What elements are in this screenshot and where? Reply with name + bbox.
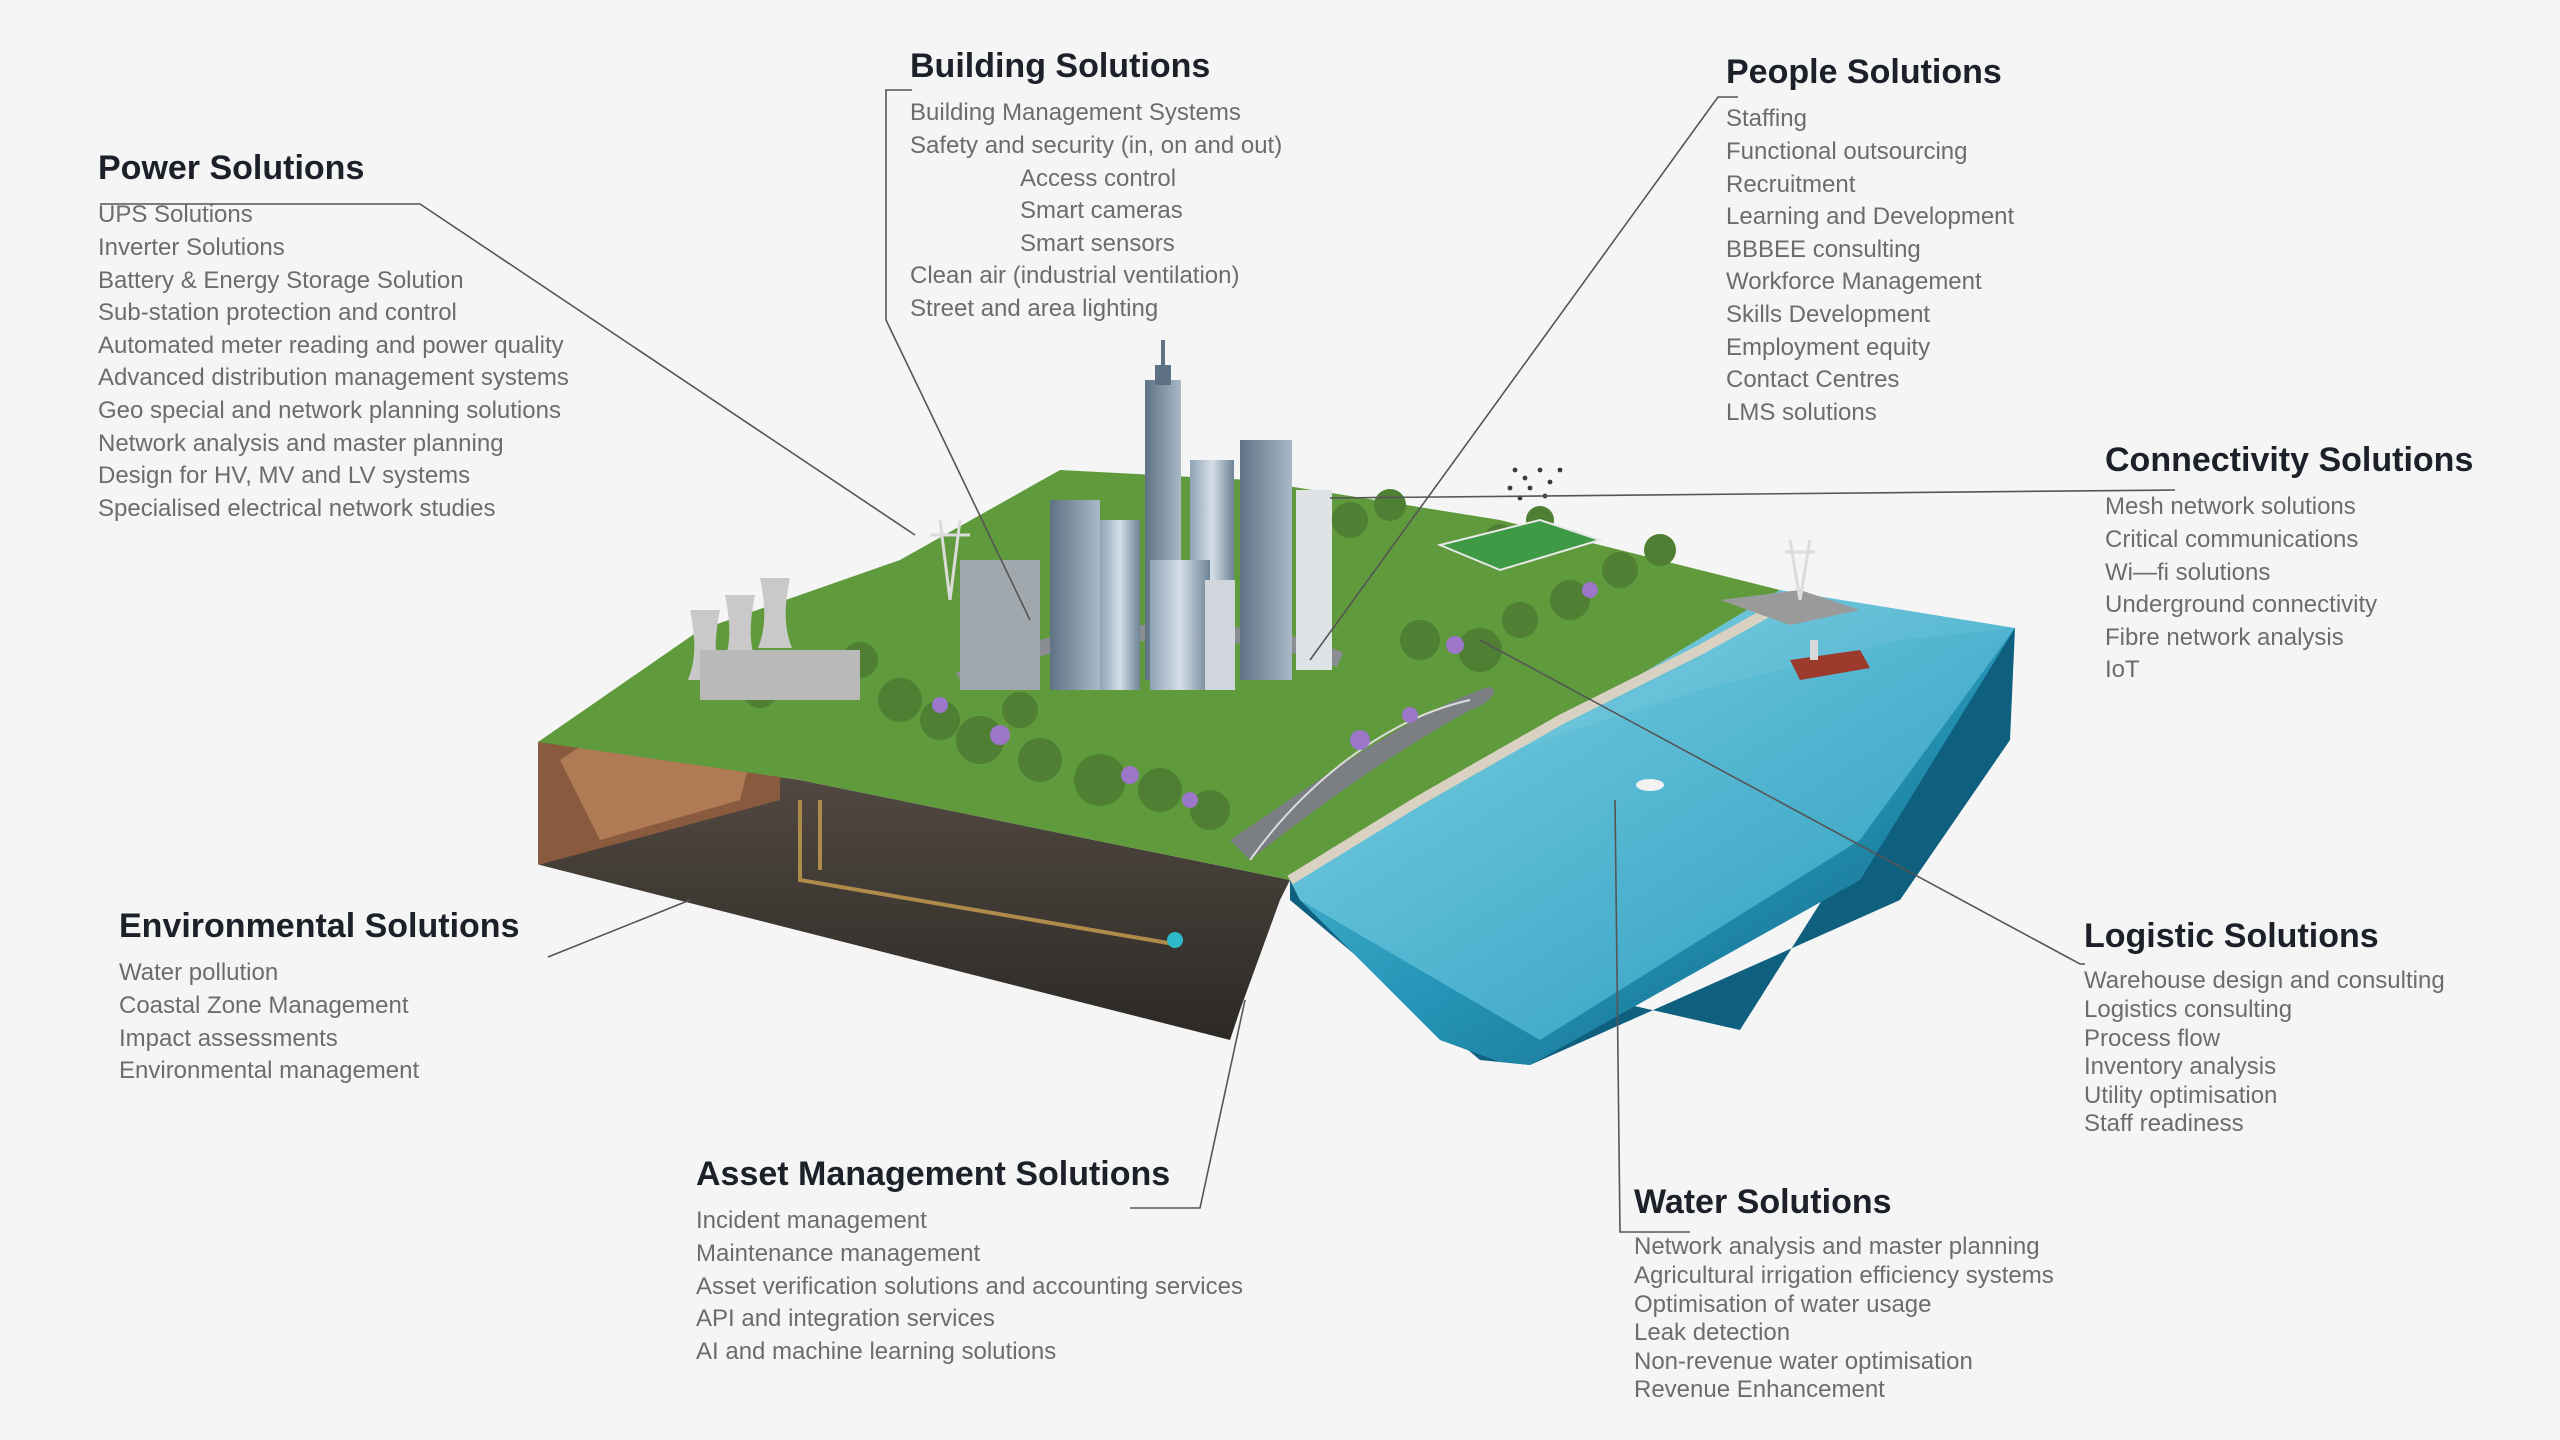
list-item: Fibre network analysis	[2105, 623, 2344, 651]
list-item: Coastal Zone Management	[119, 991, 409, 1019]
list-item: Inventory analysis	[2084, 1053, 2277, 1081]
building-solutions-group: Building Solutions Building Management S…	[910, 47, 1282, 326]
list-item: Staff readiness	[2084, 1110, 2244, 1138]
asset-management-solutions-list: Incident management Maintenance manageme…	[696, 1205, 1243, 1368]
building-solutions-list: Building Management Systems Safety and s…	[910, 97, 1282, 325]
environmental-solutions-group: Environmental Solutions Water pollution …	[119, 907, 520, 1088]
trees	[742, 489, 1676, 830]
skyscrapers	[960, 340, 1332, 690]
power-solutions-title: Power Solutions	[98, 149, 365, 187]
environmental-solutions-list: Water pollution Coastal Zone Management …	[119, 957, 519, 1087]
list-item: Learning and Development	[1726, 203, 2015, 231]
asset-management-solutions-title: Asset Management Solutions	[696, 1155, 1171, 1193]
list-item: Street and area lighting	[910, 294, 1159, 322]
list-item: Mesh network solutions	[2105, 493, 2356, 521]
list-item: Critical communications	[2105, 525, 2359, 553]
list-item: BBBEE consulting	[1726, 235, 1921, 263]
leader-line-asset	[1130, 999, 1246, 1209]
list-item: Access control	[1020, 164, 1177, 192]
list-item: API and integration services	[696, 1305, 995, 1333]
list-item: Employment equity	[1726, 333, 1931, 361]
list-item: Utility optimisation	[2084, 1081, 2278, 1109]
list-item: Workforce Management	[1726, 268, 1982, 296]
connectivity-solutions-title: Connectivity Solutions	[2105, 441, 2474, 479]
logistic-solutions-group: Logistic Solutions Warehouse design and …	[2084, 917, 2445, 1139]
people-solutions-title: People Solutions	[1726, 53, 2002, 91]
power-solutions-group: Power Solutions UPS Solutions Inverter S…	[98, 149, 569, 525]
list-item: Smart sensors	[1020, 229, 1175, 257]
list-item: Underground connectivity	[2105, 591, 2378, 619]
leader-line-water	[1614, 799, 1690, 1233]
list-item: Sub-station protection and control	[98, 299, 457, 327]
asset-management-solutions-group: Asset Management Solutions Incident mana…	[696, 1155, 1243, 1368]
leader-line-building	[885, 89, 1031, 621]
power-solutions-list: UPS Solutions Inverter Solutions Battery…	[98, 199, 569, 525]
power-pylons	[930, 519, 1815, 601]
list-item: AI and machine learning solutions	[696, 1337, 1057, 1365]
list-item: LMS solutions	[1726, 398, 1877, 426]
list-item: Logistics consulting	[2084, 995, 2293, 1023]
logistic-solutions-list: Warehouse design and consulting Logistic…	[2084, 967, 2445, 1139]
list-item: Environmental management	[119, 1057, 420, 1085]
list-item: Smart cameras	[1020, 197, 1183, 225]
list-item: Inverter Solutions	[98, 233, 285, 261]
list-item: Battery & Energy Storage Solution	[98, 266, 464, 294]
list-item: Safety and security (in, on and out)	[910, 131, 1283, 159]
connectivity-solutions-group: Connectivity Solutions Mesh network solu…	[2105, 441, 2474, 687]
people-solutions-group: People Solutions Staffing Functional out…	[1726, 53, 2014, 429]
list-item: Agricultural irrigation efficiency syste…	[1634, 1261, 2054, 1289]
list-item: Automated meter reading and power qualit…	[98, 331, 564, 359]
birds	[1507, 467, 1563, 501]
leader-line-environmental	[547, 899, 691, 958]
list-item: Non-revenue water optimisation	[1634, 1347, 1973, 1375]
harbour	[1636, 590, 1870, 791]
list-item: Revenue Enhancement	[1634, 1376, 1885, 1404]
list-item: Incident management	[696, 1207, 927, 1235]
list-item: Maintenance management	[696, 1239, 981, 1267]
water-solutions-list: Network analysis and master planning Agr…	[1634, 1233, 2054, 1405]
list-item: Water pollution	[119, 959, 279, 987]
list-item: Contact Centres	[1726, 366, 1900, 394]
people-solutions-list: Staffing Functional outsourcing Recruitm…	[1726, 103, 2014, 429]
list-item: Process flow	[2084, 1024, 2221, 1052]
water-solutions-title: Water Solutions	[1634, 1183, 1892, 1221]
list-item: Leak detection	[1634, 1319, 1791, 1347]
list-item: IoT	[2105, 656, 2140, 684]
flowering-trees	[932, 582, 1598, 808]
list-item: Warehouse design and consulting	[2084, 967, 2445, 995]
list-item: Wi—fi solutions	[2105, 558, 2271, 586]
list-item: Building Management Systems	[910, 99, 1241, 127]
list-item: UPS Solutions	[98, 201, 253, 229]
list-item: Design for HV, MV and LV systems	[98, 462, 471, 490]
list-item: Recruitment	[1726, 170, 1856, 198]
leader-line-power	[100, 203, 916, 536]
list-item: Functional outsourcing	[1726, 137, 1968, 165]
environmental-solutions-title: Environmental Solutions	[119, 907, 520, 945]
list-item: Advanced distribution management systems	[98, 364, 569, 392]
list-item: Clean air (industrial ventilation)	[910, 262, 1240, 290]
connectivity-solutions-list: Mesh network solutions Critical communic…	[2105, 491, 2473, 687]
list-item: Geo special and network planning solutio…	[98, 396, 561, 424]
sports-field	[1436, 518, 1604, 572]
list-item: Skills Development	[1726, 300, 1931, 328]
list-item: Impact assessments	[119, 1024, 338, 1052]
leader-line-people	[1309, 96, 1738, 661]
leader-lines	[100, 89, 2176, 1233]
water-solutions-group: Water Solutions Network analysis and mas…	[1634, 1183, 2054, 1405]
logistic-solutions-title: Logistic Solutions	[2084, 917, 2379, 955]
list-item: Network analysis and master planning	[1634, 1233, 2040, 1261]
leader-line-connectivity	[1329, 489, 2176, 499]
list-item: Optimisation of water usage	[1634, 1290, 1932, 1318]
list-item: Specialised electrical network studies	[98, 494, 496, 522]
list-item: Network analysis and master planning	[98, 429, 504, 457]
cooling-towers	[688, 578, 860, 700]
building-solutions-title: Building Solutions	[910, 47, 1211, 85]
list-item: Staffing	[1726, 105, 1807, 133]
leader-line-logistic	[1479, 639, 2085, 965]
list-item: Asset verification solutions and account…	[696, 1272, 1243, 1300]
